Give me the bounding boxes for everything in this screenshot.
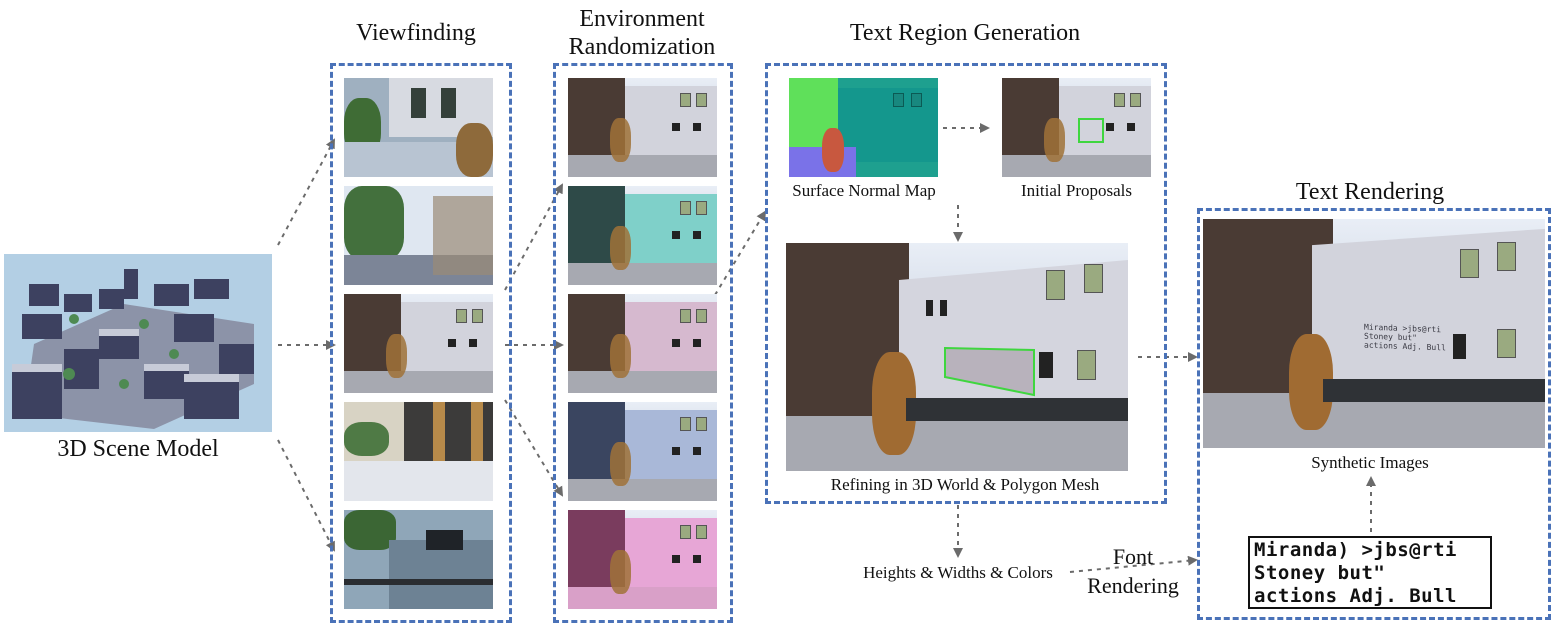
env-title-line2: Randomization bbox=[568, 34, 716, 60]
view-thumb-5 bbox=[344, 510, 493, 609]
arrow-view-to-env-top bbox=[504, 183, 563, 291]
env-thumb-4 bbox=[568, 402, 717, 501]
rendered-text-on-wall: Miranda >jbs@rti Stoney but" actions Adj… bbox=[1364, 323, 1446, 353]
synthetic-label: Synthetic Images bbox=[1311, 453, 1429, 472]
env-title-line1: Environment bbox=[579, 6, 705, 32]
synthetic-image: Miranda >jbs@rti Stoney but" actions Adj… bbox=[1203, 219, 1545, 448]
arrow-scene-to-view-bottom bbox=[277, 439, 335, 552]
env-randomization-box bbox=[553, 63, 733, 623]
refined-polygon bbox=[944, 346, 1035, 397]
font-label: Font bbox=[1112, 544, 1154, 569]
surface-normal-label: Surface Normal Map bbox=[792, 181, 936, 200]
env-thumb-5 bbox=[568, 510, 717, 609]
initial-proposals-label: Initial Proposals bbox=[1021, 181, 1132, 200]
font-sample-box: Miranda) >jbs@rti Stoney but" actions Ad… bbox=[1248, 536, 1492, 609]
refining-label: Refining in 3D World & Polygon Mesh bbox=[830, 475, 1100, 494]
view-thumb-2 bbox=[344, 186, 493, 285]
font-sample-line-1: Miranda) >jbs@rti bbox=[1254, 539, 1457, 561]
env-thumb-1 bbox=[568, 78, 717, 177]
scene-model-label: 3D Scene Model bbox=[57, 436, 219, 462]
arrow-env-to-region bbox=[714, 210, 767, 296]
text-region-box bbox=[765, 63, 1167, 504]
env-thumb-3 bbox=[568, 294, 717, 393]
text-rendering-box bbox=[1197, 208, 1551, 620]
view-thumb-1 bbox=[344, 78, 493, 177]
viewfinding-title: Viewfinding bbox=[356, 20, 476, 46]
arrow-view-to-env-bottom bbox=[504, 399, 564, 497]
text-rendering-title: Text Rendering bbox=[1295, 179, 1445, 205]
text-region-title: Text Region Generation bbox=[849, 20, 1081, 46]
arrow-hwc-to-font bbox=[1069, 555, 1198, 573]
view-thumb-3 bbox=[344, 294, 493, 393]
proposal-box bbox=[1077, 117, 1105, 144]
hwc-label: Heights & Widths & Colors bbox=[863, 563, 1053, 582]
city-model-drawing bbox=[12, 269, 254, 429]
font-sample-line-2: Stoney but" bbox=[1254, 562, 1386, 584]
viewfinding-box bbox=[330, 63, 512, 623]
arrow-scene-to-view-top bbox=[277, 138, 335, 246]
env-thumb-2 bbox=[568, 186, 717, 285]
refining-image bbox=[786, 243, 1128, 471]
surface-normal-image bbox=[789, 78, 938, 177]
rendering-label: Rendering bbox=[1087, 573, 1179, 598]
initial-proposals-image bbox=[1002, 78, 1151, 177]
scene-model-image bbox=[4, 254, 272, 432]
view-thumb-4 bbox=[344, 402, 493, 501]
font-sample-line-3: actions Adj. Bull bbox=[1254, 585, 1457, 607]
